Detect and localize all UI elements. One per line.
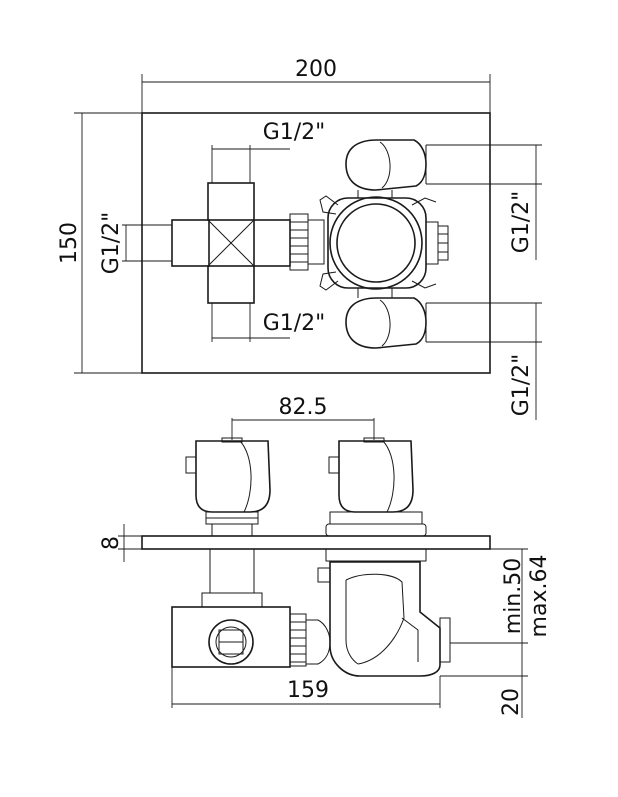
mixer-port-outer bbox=[208, 619, 254, 665]
dim-label-depth-max: max.64 bbox=[527, 555, 552, 638]
thread-label-right-bottom: G1/2" bbox=[509, 354, 534, 417]
thread-label-top: G1/2" bbox=[263, 120, 326, 145]
cover-plate-outline bbox=[141, 112, 491, 374]
handle-left-stem bbox=[211, 523, 253, 537]
valve-body-outer-ring bbox=[329, 196, 423, 290]
valve-body-inner-ring bbox=[336, 203, 416, 283]
handle-right-contour bbox=[382, 440, 395, 513]
dim-label-width: 200 bbox=[295, 57, 337, 82]
handle-right-rosette bbox=[325, 523, 427, 537]
cover-plate-side bbox=[141, 535, 491, 550]
valve-side-lug bbox=[317, 567, 331, 583]
top-view: 200 150 G1/2" G1/2" G1/2" bbox=[57, 57, 542, 420]
outlet-stub bbox=[425, 221, 439, 265]
valve-body-contour bbox=[345, 580, 359, 665]
outlet-side-stub bbox=[439, 617, 451, 663]
handle-left-contour bbox=[239, 440, 252, 513]
handle-bottom bbox=[345, 297, 427, 349]
thread-label-bottom: G1/2" bbox=[263, 311, 326, 336]
handle-bottom-contour bbox=[379, 299, 391, 347]
cross-left-arm bbox=[171, 219, 210, 267]
handle-left-knob bbox=[185, 456, 197, 474]
handle-top bbox=[345, 139, 427, 191]
left-stem-collar bbox=[201, 592, 263, 608]
side-view: 82.5 8 bbox=[99, 395, 552, 718]
handle-right-knob bbox=[328, 456, 340, 474]
mounting-ear-bottom-right bbox=[411, 280, 437, 289]
left-stem-below-plate bbox=[209, 548, 255, 594]
valve-flange bbox=[325, 548, 427, 562]
cross-bottom-arm bbox=[207, 265, 255, 304]
thread-label-left: G1/2" bbox=[99, 212, 124, 275]
handle-right-collar bbox=[329, 511, 423, 525]
dim-label-spacing: 82.5 bbox=[279, 395, 328, 420]
mounting-ear-top-left bbox=[319, 195, 339, 215]
dim-label-depth-min: min.50 bbox=[501, 558, 526, 634]
cross-right-arm bbox=[253, 219, 291, 267]
handle-left-cap-top bbox=[221, 437, 243, 443]
handle-top-contour bbox=[379, 141, 391, 189]
mounting-ear-bottom-left bbox=[319, 271, 339, 291]
cross-diagonal bbox=[207, 219, 255, 267]
thread-label-right-top: G1/2" bbox=[509, 191, 534, 254]
handle-right-side bbox=[338, 440, 414, 513]
mixer-port-inner bbox=[215, 626, 247, 658]
valve-body-side bbox=[329, 561, 441, 677]
dim-label-height: 150 bbox=[57, 222, 82, 264]
handle-right-cap-top bbox=[363, 437, 385, 443]
side-connector bbox=[305, 619, 331, 665]
valve-body-contour bbox=[345, 573, 405, 665]
cross-top-arm bbox=[207, 182, 255, 221]
dim-label-offset: 20 bbox=[499, 688, 524, 716]
dim-label-plate-thickness: 8 bbox=[99, 536, 124, 550]
handle-left-side bbox=[195, 440, 271, 513]
mixer-block bbox=[171, 606, 291, 668]
mounting-ear-top-right bbox=[411, 197, 437, 206]
valve-body-contour bbox=[401, 617, 419, 662]
dim-label-width-side: 159 bbox=[287, 678, 329, 703]
connector-sleeve bbox=[307, 219, 325, 265]
